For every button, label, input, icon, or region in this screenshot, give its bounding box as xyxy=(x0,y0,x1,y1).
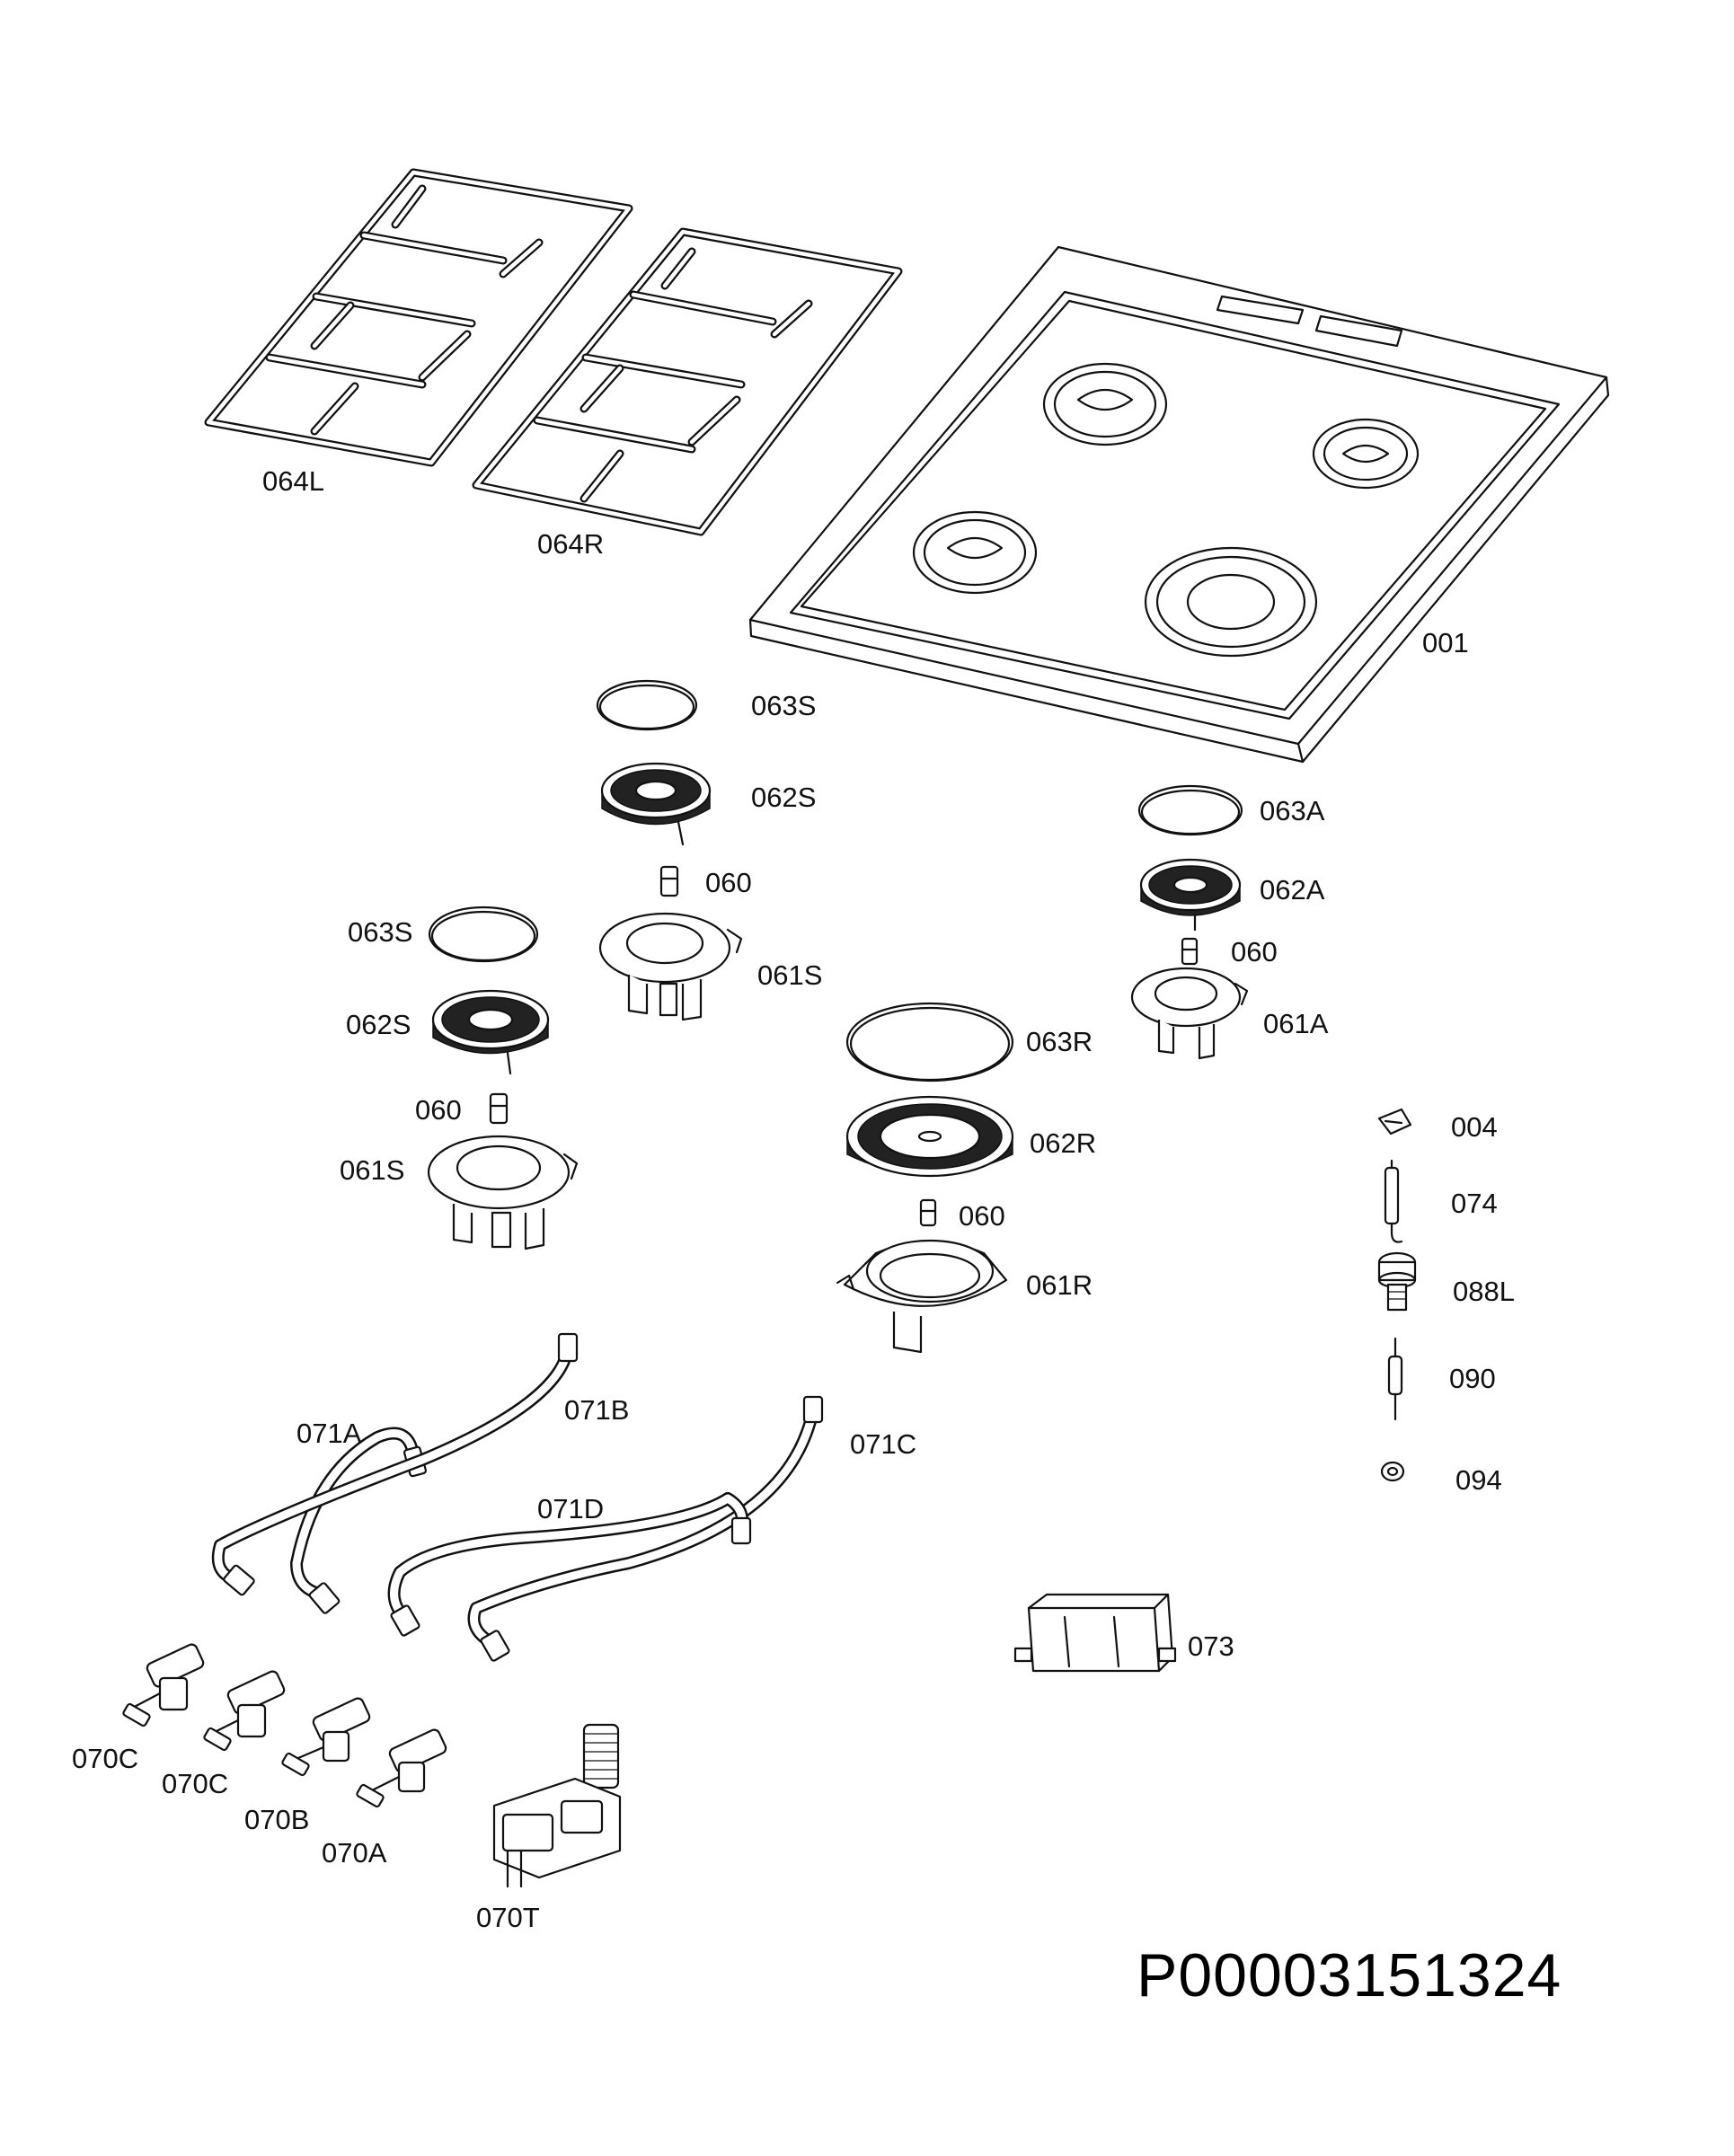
burner-crown-062S-left xyxy=(431,989,550,1075)
burner-cap-063S-left xyxy=(428,906,539,963)
label-062S-left: 062S xyxy=(346,1009,411,1040)
clip-004 xyxy=(1377,1108,1412,1135)
burner-crown-062S-top xyxy=(600,762,712,846)
label-063S-left: 063S xyxy=(348,916,413,948)
knob-adapter-088L xyxy=(1377,1251,1417,1312)
label-060-rapid: 060 xyxy=(959,1200,1005,1232)
label-070T: 070T xyxy=(476,1902,540,1933)
label-064L: 064L xyxy=(262,465,324,497)
label-073: 073 xyxy=(1188,1630,1234,1662)
label-001: 001 xyxy=(1422,627,1469,658)
label-060-left: 060 xyxy=(415,1094,462,1126)
pan-support-right-064R xyxy=(472,227,903,536)
label-090: 090 xyxy=(1449,1363,1496,1394)
label-062S-top: 062S xyxy=(751,782,817,813)
label-074: 074 xyxy=(1451,1188,1498,1219)
burner-base-061A xyxy=(1130,967,1249,1060)
burner-cap-063R xyxy=(845,1002,1014,1082)
burner-cap-063A xyxy=(1137,784,1243,836)
gas-pipe-071C xyxy=(467,1395,824,1662)
label-064R: 064R xyxy=(537,528,605,560)
burner-cap-063S-top xyxy=(596,679,698,731)
label-071B: 071B xyxy=(564,1394,630,1426)
label-094: 094 xyxy=(1455,1464,1502,1496)
grommet-094 xyxy=(1380,1461,1405,1482)
drawing-code: P00003151324 xyxy=(1137,1941,1562,2010)
label-063A: 063A xyxy=(1260,795,1325,826)
label-070B: 070B xyxy=(244,1804,310,1835)
label-070C-2: 070C xyxy=(162,1768,229,1799)
label-070C-1: 070C xyxy=(72,1743,139,1774)
injector-060-top xyxy=(659,865,679,897)
burner-crown-062R xyxy=(845,1095,1014,1178)
thermostat-070T xyxy=(492,1723,622,1888)
label-061S-left: 061S xyxy=(340,1154,405,1186)
label-063R: 063R xyxy=(1026,1026,1093,1057)
gas-tap-070A xyxy=(356,1728,447,1808)
gas-tap-070C-1 xyxy=(122,1643,205,1727)
label-061S-top: 061S xyxy=(757,959,823,991)
label-071D: 071D xyxy=(537,1493,605,1524)
pan-support-left-064L xyxy=(204,168,633,467)
hob-top-panel-001 xyxy=(748,245,1610,764)
gas-tap-070C-2 xyxy=(203,1670,286,1752)
injector-060-left xyxy=(489,1092,509,1125)
label-062R: 062R xyxy=(1030,1127,1097,1159)
label-062A: 062A xyxy=(1260,874,1325,906)
burner-base-061R xyxy=(836,1239,1008,1354)
label-060-aux: 060 xyxy=(1231,936,1278,968)
label-070A: 070A xyxy=(322,1837,387,1869)
label-060-top: 060 xyxy=(705,867,752,898)
injector-060-aux xyxy=(1181,937,1199,966)
label-071A: 071A xyxy=(296,1418,362,1449)
injector-060-rapid xyxy=(919,1198,937,1227)
gas-pipe-071B xyxy=(211,1332,579,1614)
label-088L: 088L xyxy=(1453,1276,1515,1307)
label-071C: 071C xyxy=(850,1428,917,1460)
gas-pipe-071D xyxy=(387,1492,752,1637)
burner-base-061S-top xyxy=(598,912,743,1021)
burner-base-061S-left xyxy=(427,1135,579,1250)
label-061A: 061A xyxy=(1263,1008,1329,1039)
burner-crown-062A xyxy=(1139,858,1242,932)
thermocouple-074 xyxy=(1384,1159,1403,1243)
spark-electrode-090 xyxy=(1387,1337,1403,1421)
label-004: 004 xyxy=(1451,1111,1498,1143)
gas-tap-070B xyxy=(281,1697,371,1777)
label-063S-top: 063S xyxy=(751,690,817,721)
ignition-generator-073 xyxy=(1013,1593,1177,1673)
label-061R: 061R xyxy=(1026,1269,1093,1301)
